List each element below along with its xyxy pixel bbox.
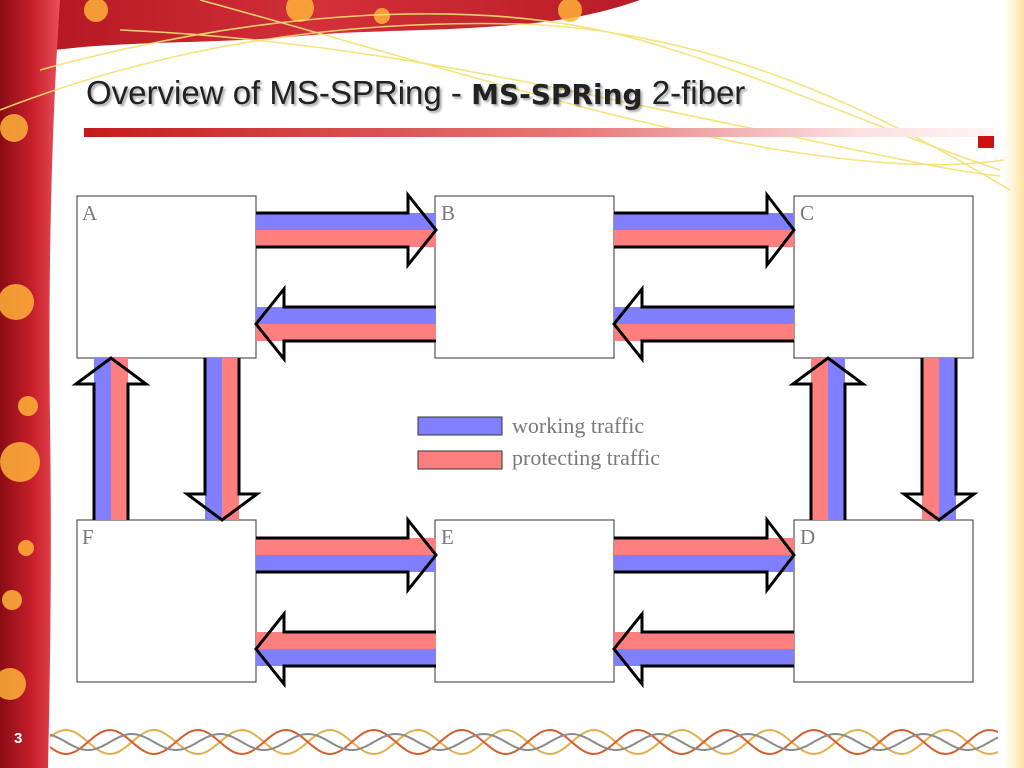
page-title: Overview of MS-SPRing - MS-SPRing 2-fibe… (86, 74, 745, 112)
page-number: 3 (14, 730, 23, 747)
arrow-a-to-b (256, 190, 438, 270)
right-decor-edge (1004, 0, 1024, 768)
node-a-label: A (82, 201, 98, 225)
arrow-f-to-e (256, 515, 438, 595)
arrow-d-to-e (612, 609, 794, 689)
legend-working-label: working traffic (512, 413, 645, 438)
node-e-label: E (441, 525, 454, 549)
arrow-b-to-a (254, 284, 436, 364)
node-f-label: F (82, 525, 94, 549)
node-e-box (434, 519, 615, 683)
title-suffix: 2-fiber (642, 74, 746, 111)
bokeh-lights (0, 0, 582, 700)
node-b-label: B (441, 201, 456, 225)
node-c-label: C (800, 201, 815, 225)
legend-protecting-label: protecting traffic (512, 445, 661, 470)
title-bold: MS-SPRing (471, 78, 643, 111)
bottom-wave-strip (49, 728, 999, 756)
arrow-f-to-a (71, 356, 151, 520)
node-f-box (76, 519, 257, 683)
title-underline-accent (978, 136, 994, 148)
arrow-c-to-d (899, 358, 979, 522)
arrow-b-to-c (614, 190, 796, 270)
legend-working-swatch (417, 416, 503, 436)
legend-protecting-swatch (417, 450, 503, 470)
title-prefix: Overview of MS-SPRing - (86, 74, 472, 111)
node-c-box (793, 195, 974, 359)
arrow-c-to-b (612, 284, 794, 364)
left-decor-band (0, 0, 60, 768)
arrow-e-to-d (614, 515, 796, 595)
node-a-box (76, 195, 257, 359)
arrow-a-to-f (182, 358, 262, 522)
arrow-d-to-c (788, 356, 868, 520)
arrow-e-to-f (254, 609, 436, 689)
node-d-box (793, 519, 974, 683)
title-underline (84, 128, 994, 137)
node-d-label: D (800, 525, 816, 549)
node-b-box (434, 195, 615, 359)
